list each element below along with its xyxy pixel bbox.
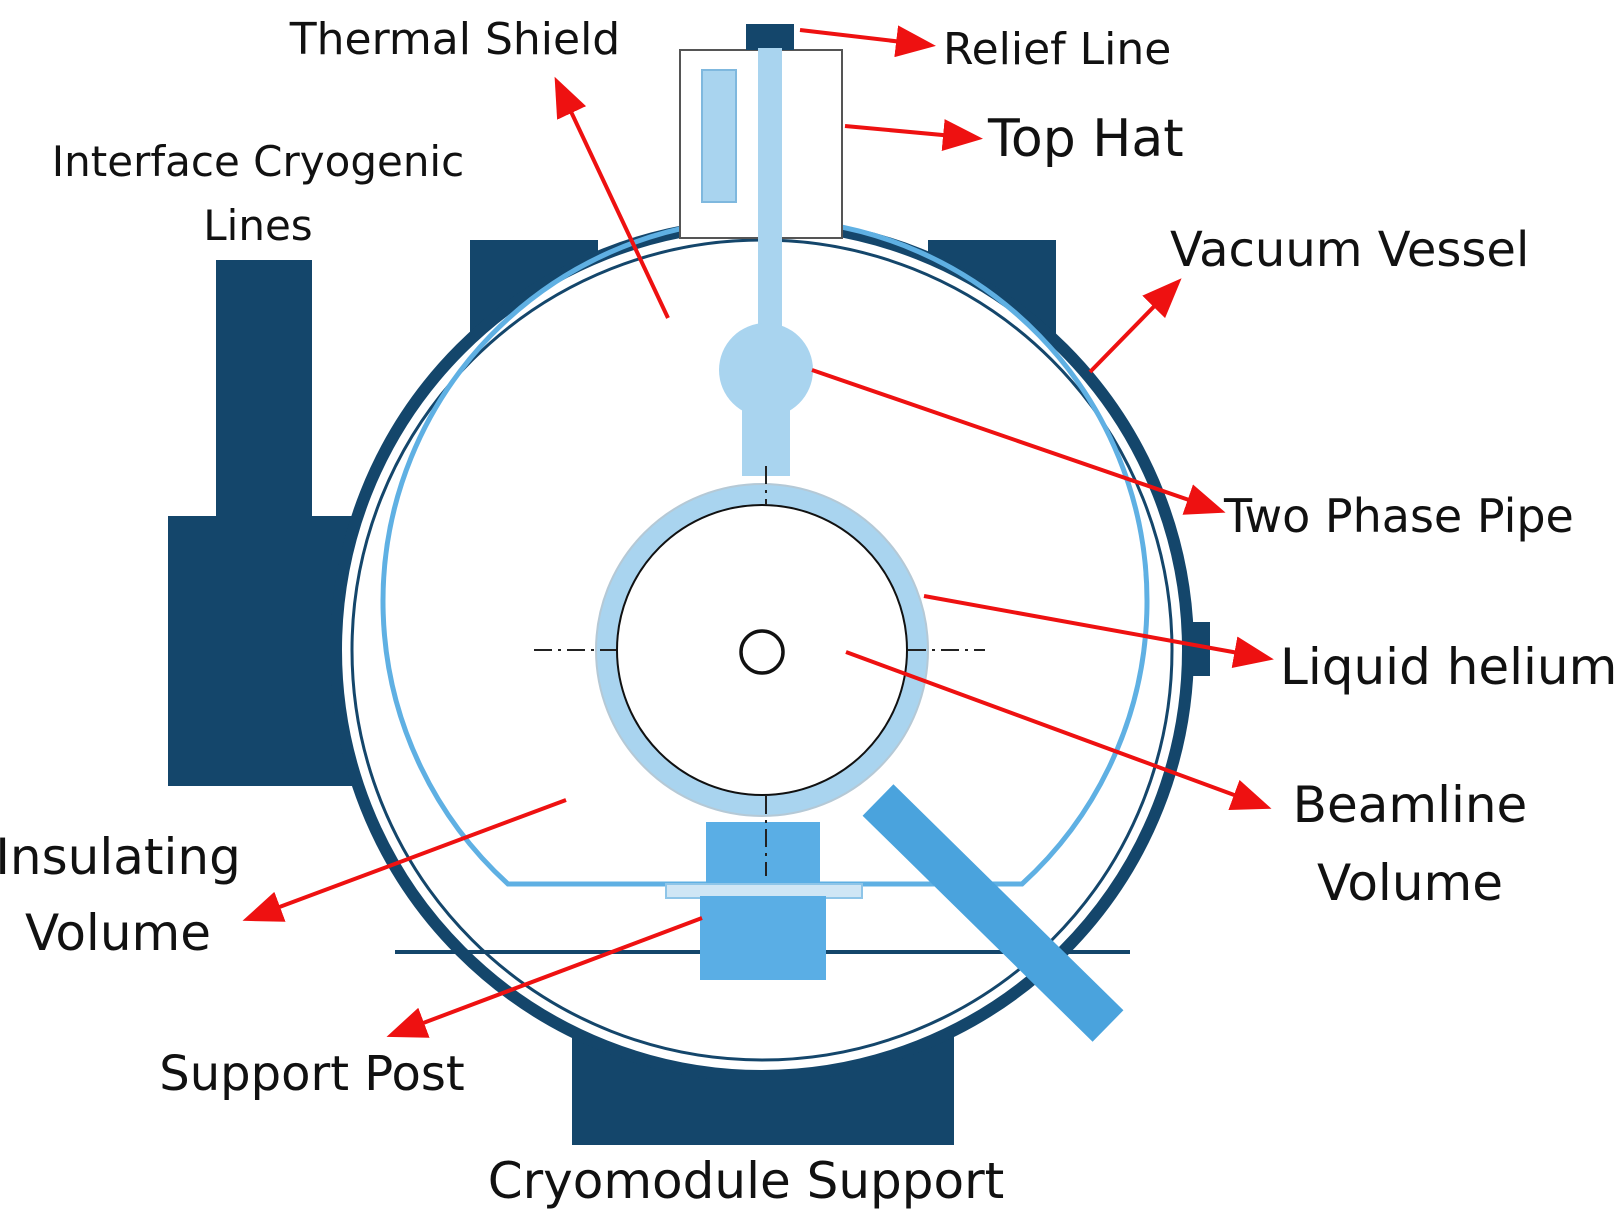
arrow-beamline-volume — [845, 650, 1272, 810]
relief-line-cap — [746, 24, 794, 50]
label-top-hat: Top Hat — [987, 109, 1184, 169]
arrow-vacuum-vessel — [1088, 278, 1182, 374]
arrow-insulating-volume — [242, 798, 567, 922]
relief-line-pipe — [758, 48, 782, 348]
label-liquid-helium: Liquid helium — [1280, 638, 1617, 696]
arrow-thermal-shield — [554, 76, 670, 319]
label-insulating-volume-line2: Volume — [25, 904, 211, 962]
arrow-top-hat — [844, 119, 983, 151]
label-thermal-shield: Thermal Shield — [289, 14, 620, 65]
label-beamline-volume-line1: Beamline — [1293, 776, 1528, 834]
label-support-post: Support Post — [159, 1046, 464, 1102]
diagonal-pipe — [862, 784, 1124, 1042]
arrow-relief-line — [799, 25, 936, 58]
label-relief-line: Relief Line — [943, 24, 1171, 75]
label-two-phase-pipe: Two Phase Pipe — [1223, 489, 1574, 543]
label-beamline-volume-line2: Volume — [1317, 854, 1503, 912]
label-interface-cryogenic-lines-line1: Interface Cryogenic — [52, 137, 464, 186]
beam-pipe — [739, 629, 785, 675]
label-insulating-volume-line1: Insulating — [0, 828, 241, 886]
annotation-arrows — [242, 25, 1274, 1038]
arrow-support-post — [386, 916, 703, 1038]
center-lines — [534, 466, 985, 876]
label-vacuum-vessel: Vacuum Vessel — [1170, 222, 1529, 278]
support-post — [665, 822, 863, 980]
label-cryomodule-support: Cryomodule Support — [488, 1152, 1005, 1210]
arrow-two-phase-pipe — [811, 368, 1226, 515]
label-interface-cryogenic-lines-line2: Lines — [203, 201, 312, 250]
arrow-liquid-helium — [923, 594, 1274, 669]
two-phase-pipe — [719, 323, 813, 476]
